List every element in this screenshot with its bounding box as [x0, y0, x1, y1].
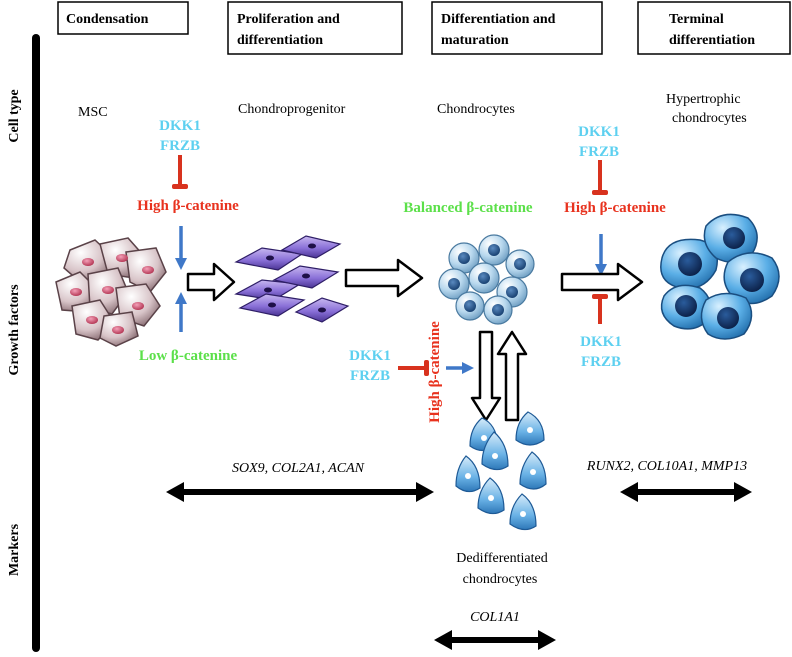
- marker-range-arrow-late: [620, 482, 752, 502]
- stage-box: [637, 1, 791, 55]
- msc-cell-cluster: [55, 237, 167, 347]
- high-beta-catenine-label-vertical: High β-catenine: [427, 321, 443, 423]
- high-beta-catenine-label: High β-catenine: [564, 200, 666, 216]
- hypertrophic-cell-cluster: [660, 213, 780, 340]
- inhibitor-dkk1: DKK1: [578, 124, 620, 140]
- cell-type-chondrocytes: Chondrocytes: [437, 102, 515, 117]
- dedifferentiation-arrow-down: [470, 330, 502, 422]
- inhibitor-frzb: FRZB: [581, 354, 621, 370]
- inhibition-symbol: [592, 294, 608, 324]
- progression-arrow-1: [186, 262, 236, 302]
- right-arrow-blue: [446, 362, 474, 374]
- dedifferentiated-cell-cluster: [455, 411, 547, 531]
- stage-box: [431, 1, 603, 55]
- stage-label-line1: Proliferation and: [237, 12, 340, 27]
- stage-header-proliferation: Proliferation and differentiation: [227, 1, 403, 55]
- cell-type-msc: MSC: [78, 105, 108, 120]
- row-label-markers: Markers: [7, 523, 22, 576]
- stage-label: Condensation: [66, 12, 149, 27]
- stage-label-line2: differentiation: [669, 33, 755, 48]
- progression-arrow-2: [344, 258, 424, 298]
- inhibition-symbol: [172, 155, 188, 189]
- inhibitor-dkk1: DKK1: [349, 348, 391, 364]
- stage-box: [227, 1, 403, 55]
- marker-dedifferentiated: COL1A1: [470, 610, 520, 625]
- marker-early: SOX9, COL2A1, ACAN: [232, 461, 365, 476]
- stage-header-condensation: Condensation: [57, 1, 189, 35]
- high-beta-catenine-label: High β-catenine: [137, 198, 239, 214]
- marker-range-arrow-early: [166, 482, 434, 502]
- cell-type-dedifferentiated-line1: Dedifferentiated: [456, 551, 547, 566]
- stage-label-line2: differentiation: [237, 33, 323, 48]
- cell-type-hypertrophic-line2: chondrocytes: [672, 111, 747, 126]
- cell-type-chondroprogenitor: Chondroprogenitor: [238, 102, 346, 117]
- stage-label-line2: maturation: [441, 33, 509, 48]
- up-arrow-blue: [175, 292, 187, 332]
- row-label-cell-type: Cell type: [7, 89, 22, 142]
- row-label-growth-factors: Growth factors: [7, 284, 22, 376]
- balanced-beta-catenine-label: Balanced β-catenine: [403, 200, 532, 216]
- redifferentiation-arrow-up: [496, 330, 528, 422]
- stage-header-differentiation-maturation: Differentiation and maturation: [431, 1, 603, 55]
- inhibitor-dkk1: DKK1: [580, 334, 622, 350]
- down-arrow-blue: [175, 226, 187, 270]
- cell-type-hypertrophic-line1: Hypertrophic: [666, 92, 741, 107]
- stage-label-line1: Differentiation and: [441, 12, 556, 27]
- inhibitor-dkk1: DKK1: [159, 118, 201, 134]
- marker-range-arrow-dedifferentiated: [434, 630, 556, 650]
- inhibition-symbol: [592, 160, 608, 195]
- low-beta-catenine-label: Low β-catenine: [139, 348, 238, 364]
- inhibition-symbol: [398, 360, 429, 376]
- marker-late: RUNX2, COL10A1, MMP13: [586, 459, 747, 474]
- inhibitor-frzb: FRZB: [350, 368, 390, 384]
- stage-header-terminal: Terminal differentiation: [637, 1, 791, 55]
- chondroprogenitor-cell-cluster: [234, 235, 350, 323]
- chondrocyte-cell-cluster: [438, 234, 535, 325]
- cell-type-dedifferentiated-line2: chondrocytes: [463, 572, 538, 587]
- stage-box: [57, 1, 189, 35]
- down-arrow-blue: [595, 234, 607, 276]
- inhibitor-frzb: FRZB: [579, 144, 619, 160]
- progression-arrow-3: [560, 262, 644, 302]
- inhibitor-frzb: FRZB: [160, 138, 200, 154]
- stage-label-line1: Terminal: [669, 12, 724, 27]
